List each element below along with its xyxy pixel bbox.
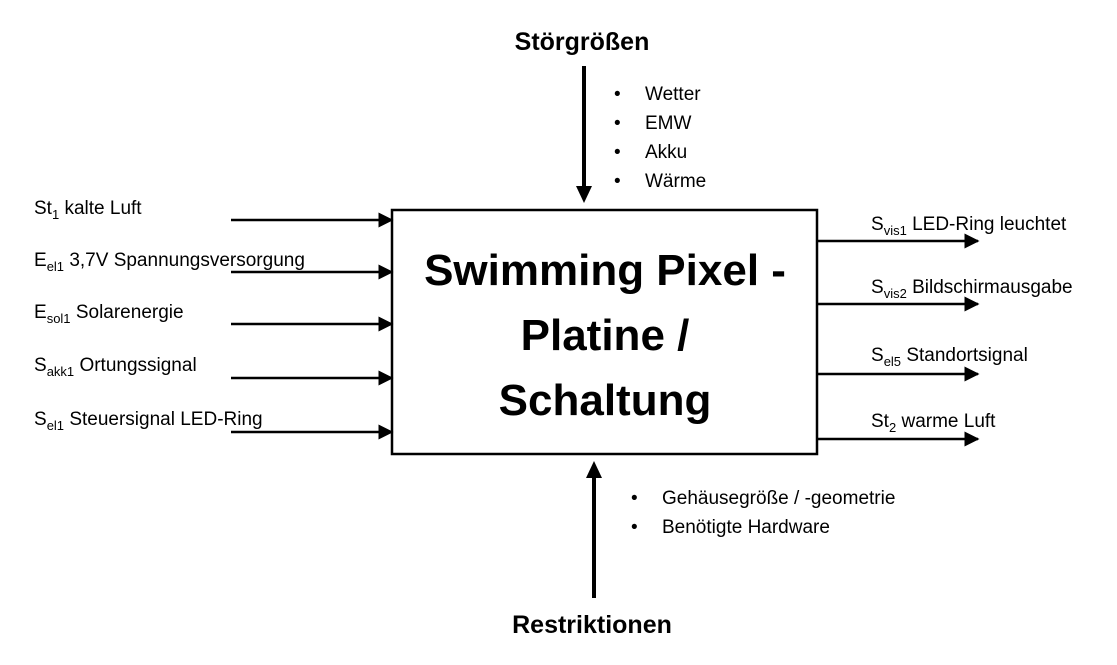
output-symbol: S: [871, 214, 884, 235]
system-title-line-2: Platine /: [521, 311, 690, 360]
input-subscript: akk1: [47, 364, 74, 379]
disturbance-item: Akku: [645, 142, 687, 163]
output-text: warme Luft: [900, 411, 996, 432]
input-arrows: [231, 212, 394, 440]
output-subscript: el5: [884, 354, 901, 369]
input-subscript: el1: [47, 418, 64, 433]
output-label: Sel5 Standortsignal: [871, 345, 1028, 369]
input-text: Solarenergie: [76, 302, 184, 323]
restrictions-list: • Gehäusegröße / -geometrie • Benötigte …: [631, 488, 895, 538]
output-label: Svis2 Bildschirmausgabe: [871, 277, 1073, 301]
input-subscript: el1: [47, 259, 64, 274]
disturbance-item: Wärme: [645, 171, 706, 192]
disturbance-bullet: •: [614, 171, 621, 192]
disturbance-item: Wetter: [645, 84, 701, 105]
output-label: St2 warme Luft: [871, 411, 996, 435]
input-symbol: St: [34, 198, 53, 219]
output-subscript: vis1: [884, 223, 907, 238]
disturbance-bullet: •: [614, 84, 621, 105]
disturbances-list: • Wetter • EMW • Akku • Wärme: [614, 84, 706, 192]
input-text: kalte Luft: [64, 198, 142, 219]
input-symbol: E: [34, 302, 47, 323]
disturbances-heading: Störgrößen: [515, 28, 650, 56]
system-title-line-3: Schaltung: [499, 376, 712, 425]
restriction-item: Gehäusegröße / -geometrie: [662, 488, 895, 509]
disturbance-bullet: •: [614, 142, 621, 163]
output-symbol: St: [871, 411, 890, 432]
input-symbol: S: [34, 355, 47, 376]
input-label: St1 kalte Luft: [34, 198, 142, 222]
output-label: Svis1 LED-Ring leuchtet: [871, 214, 1067, 238]
input-symbol: E: [34, 250, 47, 271]
system-box: [390, 208, 819, 456]
output-text: Standortsignal: [906, 345, 1027, 366]
input-text: Ortungssignal: [79, 355, 196, 376]
output-subscript: 2: [889, 420, 896, 435]
output-text: LED-Ring leuchtet: [912, 214, 1067, 235]
input-label: Esol1 Solarenergie: [34, 302, 184, 326]
disturbance-bullet: •: [614, 113, 621, 134]
input-text: 3,7V Spannungsversorgung: [69, 250, 305, 271]
input-symbol: S: [34, 409, 47, 430]
output-symbol: S: [871, 345, 884, 366]
restriction-bullet: •: [631, 517, 638, 538]
input-text: Steuersignal LED-Ring: [69, 409, 262, 430]
input-subscript: sol1: [47, 311, 71, 326]
input-label: Eel1 3,7V Spannungsversorgung: [34, 250, 305, 274]
restrictions-arrow: [586, 461, 602, 598]
output-text: Bildschirmausgabe: [912, 277, 1073, 298]
restriction-bullet: •: [631, 488, 638, 509]
output-arrows: [817, 233, 980, 447]
disturbance-item: EMW: [645, 113, 692, 134]
input-label: Sakk1 Ortungssignal: [34, 355, 197, 379]
restriction-item: Benötigte Hardware: [662, 517, 830, 538]
restrictions-heading: Restriktionen: [512, 611, 672, 639]
system-title-line-1: Swimming Pixel -: [424, 246, 786, 295]
input-subscript: 1: [52, 207, 59, 222]
disturbances-arrow: [576, 66, 592, 203]
input-label: Sel1 Steuersignal LED-Ring: [34, 409, 263, 433]
output-subscript: vis2: [884, 286, 907, 301]
output-symbol: S: [871, 277, 884, 298]
